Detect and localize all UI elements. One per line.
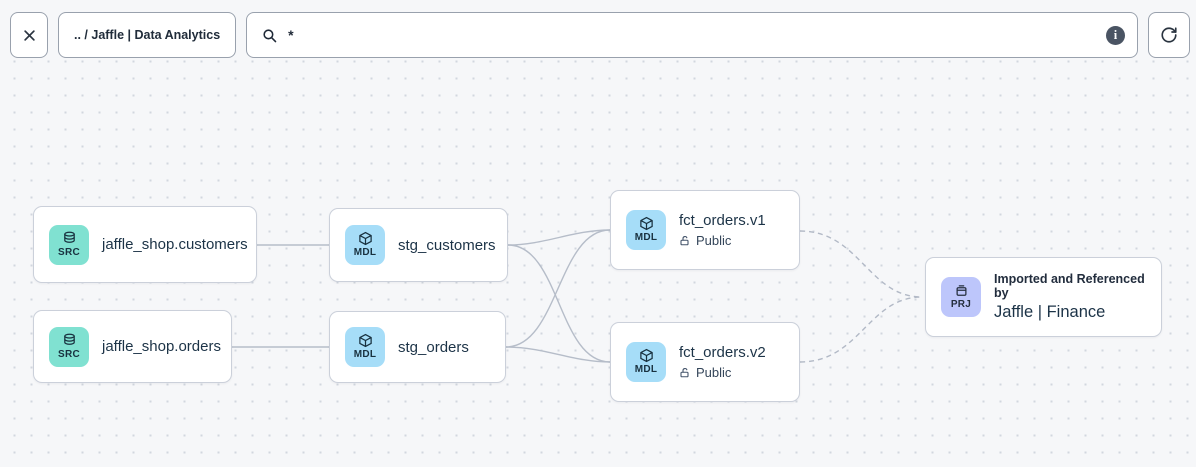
close-button[interactable] (10, 12, 48, 58)
cube-icon (639, 349, 653, 363)
database-icon (63, 333, 75, 345)
database-icon (63, 231, 75, 243)
badge-label: MDL (353, 247, 377, 259)
node-label: fct_orders.v1 (679, 212, 766, 229)
edge-stg-orders-to-fct-v1 (505, 229, 611, 348)
node-source-jaffle-shop-orders[interactable]: SRC jaffle_shop.orders (33, 310, 232, 383)
lineage-toolbar: .. / Jaffle | Data Analytics i (10, 12, 1190, 58)
badge-label: MDL (353, 349, 377, 361)
node-label: jaffle_shop.customers (102, 236, 248, 253)
node-project-jaffle-finance[interactable]: PRJ Imported and Referenced by Jaffle | … (925, 257, 1162, 337)
node-model-stg-orders[interactable]: MDL stg_orders (329, 311, 506, 383)
info-icon[interactable]: i (1106, 25, 1125, 45)
node-model-fct-orders-v2[interactable]: MDL fct_orders.v2 Public (610, 322, 800, 402)
node-label: fct_orders.v2 (679, 344, 766, 361)
project-caption: Imported and Referenced by (994, 272, 1145, 300)
node-label: stg_orders (398, 338, 469, 356)
project-badge: PRJ (941, 277, 981, 317)
model-badge: MDL (626, 210, 666, 250)
node-model-stg-customers[interactable]: MDL stg_customers (329, 208, 508, 282)
cube-icon (639, 217, 653, 231)
refresh-button[interactable] (1148, 12, 1190, 58)
search-input[interactable] (288, 27, 1096, 43)
badge-label: PRJ (950, 299, 972, 311)
model-badge: MDL (345, 327, 385, 367)
badge-label: MDL (634, 364, 658, 376)
edge-stg-customers-to-fct-v1 (507, 229, 611, 246)
badge-label: SRC (57, 246, 80, 258)
edge-stg-customers-to-fct-v2 (507, 244, 611, 363)
model-badge: MDL (626, 342, 666, 382)
access-label: Public (696, 233, 732, 248)
access-label: Public (696, 365, 732, 380)
archive-box-icon (956, 285, 966, 297)
edge-fct-v1-to-project (799, 230, 923, 298)
source-badge: SRC (49, 224, 89, 265)
node-label: Jaffle | Finance (994, 303, 1106, 321)
search-icon (263, 28, 277, 42)
lineage-search[interactable]: i (246, 12, 1138, 58)
node-label: stg_customers (398, 236, 496, 254)
badge-label: SRC (57, 348, 80, 360)
open-lock-icon (680, 367, 689, 377)
badge-label: MDL (634, 232, 658, 244)
cube-icon (358, 232, 372, 246)
source-badge: SRC (49, 326, 89, 367)
open-lock-icon (680, 235, 689, 245)
node-source-jaffle-shop-customers[interactable]: SRC jaffle_shop.customers (33, 206, 257, 283)
breadcrumb-button[interactable]: .. / Jaffle | Data Analytics (58, 12, 237, 58)
node-label: jaffle_shop.orders (102, 338, 221, 355)
access-row: Public (679, 233, 766, 248)
cube-icon (358, 334, 372, 348)
edge-stg-orders-to-fct-v2 (505, 346, 611, 363)
refresh-icon (1161, 27, 1177, 43)
edge-fct-v2-to-project (799, 296, 923, 363)
model-badge: MDL (345, 225, 385, 265)
breadcrumb-label: .. / Jaffle | Data Analytics (74, 28, 221, 42)
access-row: Public (679, 365, 766, 380)
node-model-fct-orders-v1[interactable]: MDL fct_orders.v1 Public (610, 190, 800, 270)
close-icon (23, 29, 35, 41)
